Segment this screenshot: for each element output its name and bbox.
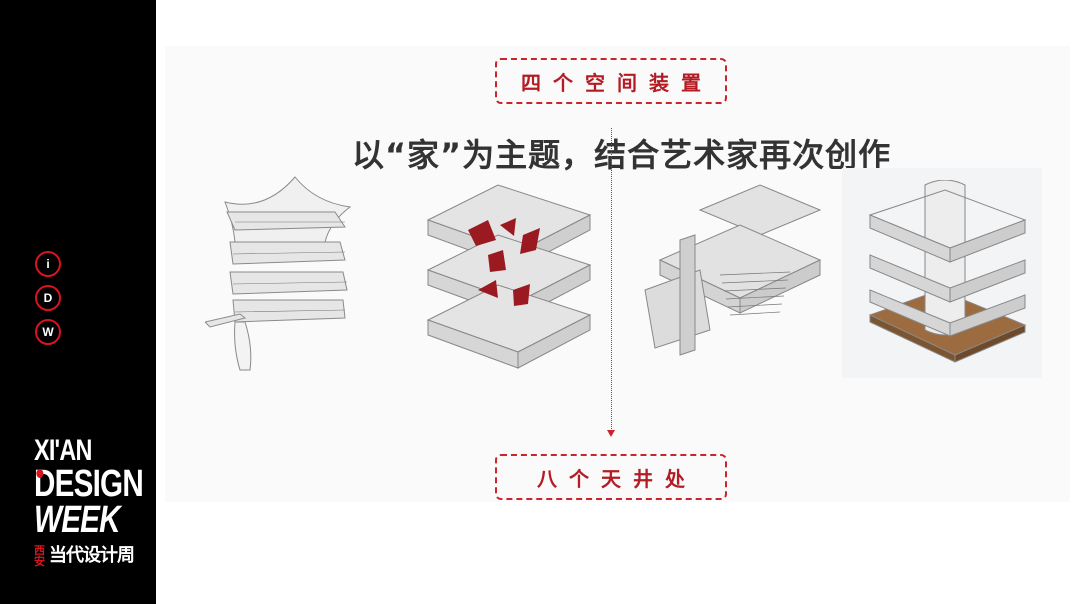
installation-model-2 bbox=[426, 184, 592, 369]
logo-xian: XI'AN bbox=[34, 434, 92, 467]
badge-d: D bbox=[35, 285, 61, 311]
logo-design: DESIGN bbox=[34, 462, 144, 505]
logo-week: WEEK bbox=[34, 498, 121, 541]
badge-w: W bbox=[35, 319, 61, 345]
xian-design-week-logo: XI'AN DESIGN WEEK 西安 当代设计周 bbox=[34, 434, 152, 567]
logo-bottom-cn: 当代设计周 bbox=[49, 544, 135, 566]
top-label-box: 四个空间装置 bbox=[495, 58, 727, 104]
arrow-down-icon bbox=[607, 430, 615, 437]
installation-model-4 bbox=[868, 180, 1027, 363]
installation-model-3 bbox=[644, 184, 822, 356]
logo-side-cn: 西安 bbox=[34, 543, 45, 568]
logo-bottom: 西安 当代设计周 bbox=[34, 541, 152, 567]
logo-red-dot bbox=[36, 468, 44, 478]
bottom-label: 八个天井处 bbox=[537, 466, 697, 491]
sidebar: i D W XI'AN DESIGN WEEK 西安 当代设计周 bbox=[0, 0, 156, 604]
vertical-divider bbox=[611, 128, 612, 433]
slide-subtitle: 以“家”为主题，结合艺术家再次创作 bbox=[352, 136, 892, 174]
installation-model-1 bbox=[205, 176, 352, 371]
bottom-label-box: 八个天井处 bbox=[495, 454, 727, 500]
top-label: 四个空间装置 bbox=[521, 70, 713, 95]
logo-design-wrap: DESIGN bbox=[34, 465, 144, 503]
badge-i: i bbox=[35, 251, 61, 277]
